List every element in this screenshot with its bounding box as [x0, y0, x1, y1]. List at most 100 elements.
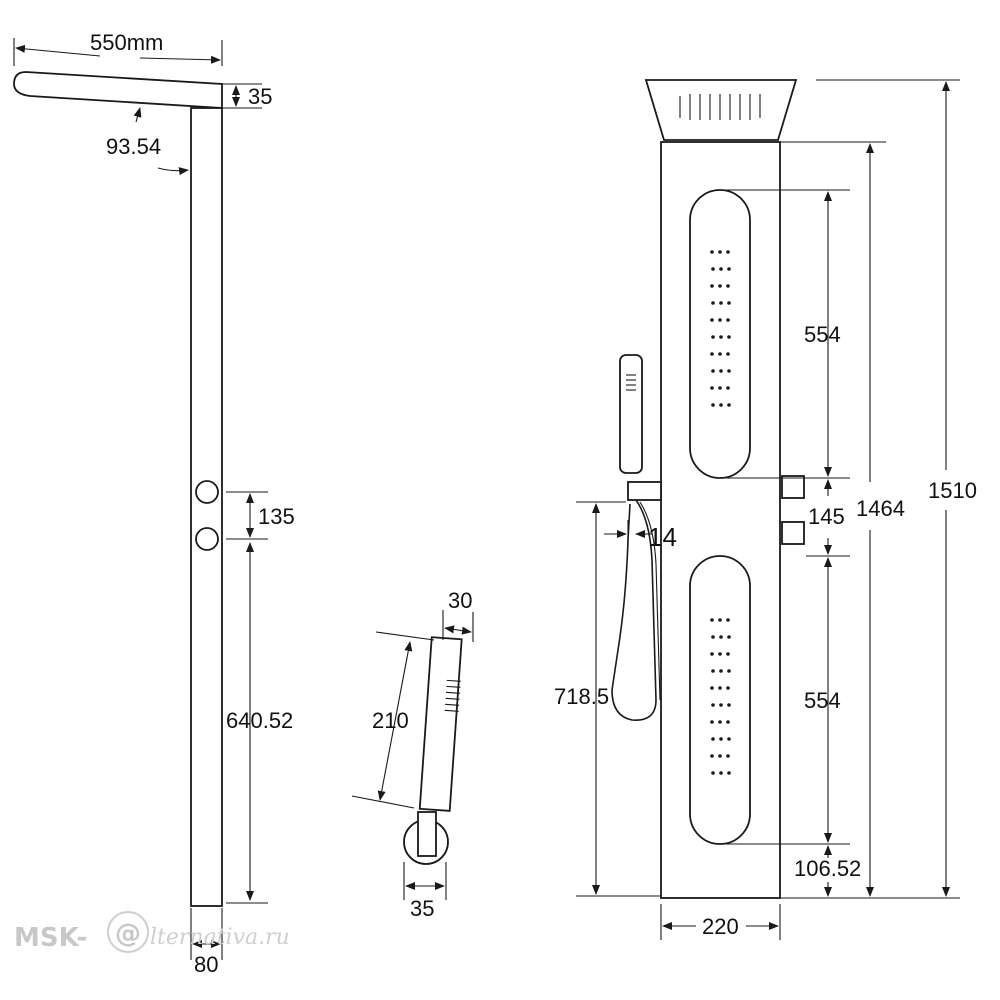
- front-hand-shower: [619, 354, 643, 474]
- jet-nozzle: [727, 369, 731, 373]
- jet-nozzle: [711, 635, 715, 639]
- control-knob-lower: [195, 527, 219, 551]
- jet-nozzle: [726, 686, 730, 690]
- jet-nozzle: [726, 352, 730, 356]
- watermark-site: lternativa.ru: [150, 925, 290, 950]
- jet-nozzle: [726, 652, 730, 656]
- watermark-brand: MSK-: [14, 923, 87, 953]
- side-column: [190, 107, 223, 907]
- dim-total-height: 1510: [928, 478, 977, 503]
- hand-shower-detail: 30 210 35: [351, 588, 474, 921]
- jet-nozzle: [710, 652, 714, 656]
- dim-column-width: 80: [194, 952, 218, 977]
- jet-nozzle: [719, 635, 723, 639]
- jet-nozzle: [711, 335, 715, 339]
- jet-nozzle: [726, 250, 730, 254]
- upper-jet-nozzles: [710, 250, 731, 407]
- jet-nozzle: [719, 669, 723, 673]
- rain-head-nozzles: [679, 94, 761, 120]
- jet-nozzle: [710, 720, 714, 724]
- jet-nozzle: [711, 267, 715, 271]
- jet-nozzle: [727, 703, 731, 707]
- dim-panel-height: 1464: [856, 496, 905, 521]
- lower-jet-nozzles: [710, 618, 731, 775]
- jet-nozzle: [710, 318, 714, 322]
- jet-nozzle: [711, 703, 715, 707]
- dim-hand-length: 210: [372, 708, 409, 733]
- jet-nozzle: [719, 403, 723, 407]
- dim-arm-angle: 93.54: [106, 134, 161, 159]
- jet-nozzle: [710, 618, 714, 622]
- jet-nozzle: [719, 737, 723, 741]
- dim-arm-width: 550mm: [90, 30, 163, 55]
- control-knob-upper: [195, 480, 219, 504]
- hand-shower-body: [418, 636, 463, 812]
- dim-lower-jet-panel: 554: [804, 688, 841, 713]
- jet-nozzle: [719, 267, 723, 271]
- lower-jet-strip: [689, 555, 751, 845]
- dim-arm-thickness: 35: [248, 84, 272, 109]
- watermark-logo-icon: [107, 911, 149, 953]
- shower-hose: [611, 499, 657, 721]
- front-holder: [627, 481, 662, 501]
- jet-nozzle: [727, 771, 731, 775]
- jet-nozzle: [711, 403, 715, 407]
- jet-nozzle: [727, 635, 731, 639]
- jet-nozzle: [726, 318, 730, 322]
- jet-nozzle: [718, 686, 722, 690]
- dim-panel-width: 220: [702, 914, 739, 939]
- jet-nozzle: [726, 720, 730, 724]
- dim-control-spacing: 145: [808, 504, 845, 529]
- jet-nozzle: [727, 403, 731, 407]
- jet-nozzle: [727, 669, 731, 673]
- jet-nozzle: [718, 754, 722, 758]
- dim-head-width: 30: [448, 588, 472, 613]
- jet-nozzle: [727, 301, 731, 305]
- jet-nozzle: [726, 284, 730, 288]
- side-view: 550mm 35 93.54 135 640.52 80: [13, 30, 295, 977]
- overhead-arm: [13, 71, 223, 109]
- jet-nozzle: [719, 369, 723, 373]
- jet-nozzle: [726, 618, 730, 622]
- jet-nozzle: [718, 284, 722, 288]
- jet-nozzle: [718, 250, 722, 254]
- jet-nozzle: [718, 386, 722, 390]
- dim-holder-height: 718.5: [554, 684, 609, 709]
- front-view: 14 718.5 554 145 554 106.52 1464: [554, 79, 977, 940]
- jet-nozzle: [718, 720, 722, 724]
- jet-nozzle: [718, 352, 722, 356]
- jet-nozzle: [711, 771, 715, 775]
- upper-jet-strip: [689, 189, 751, 479]
- jet-nozzle: [726, 754, 730, 758]
- jet-nozzle: [710, 754, 714, 758]
- jet-nozzle: [719, 301, 723, 305]
- dim-bottom-offset: 106.52: [794, 856, 861, 881]
- dim-holder-offset: 14: [648, 522, 677, 552]
- dim-upper-jet-panel: 554: [804, 322, 841, 347]
- diverter-control-upper: [781, 475, 805, 499]
- jet-nozzle: [719, 703, 723, 707]
- jet-nozzle: [727, 737, 731, 741]
- jet-nozzle: [710, 686, 714, 690]
- jet-nozzle: [710, 386, 714, 390]
- jet-nozzle: [710, 352, 714, 356]
- rain-head: [644, 79, 798, 141]
- jet-nozzle: [726, 386, 730, 390]
- jet-nozzle: [727, 267, 731, 271]
- watermark: MSK- @ lternativa.ru: [14, 911, 290, 953]
- jet-nozzle: [718, 618, 722, 622]
- jet-nozzle: [718, 652, 722, 656]
- diverter-control-lower: [781, 521, 805, 545]
- dim-holder-width: 35: [410, 896, 434, 921]
- jet-nozzle: [711, 369, 715, 373]
- dim-knob-spacing: 135: [258, 504, 295, 529]
- jet-nozzle: [711, 737, 715, 741]
- jet-nozzle: [711, 301, 715, 305]
- jet-nozzle: [710, 284, 714, 288]
- jet-nozzle: [711, 669, 715, 673]
- jet-nozzle: [710, 250, 714, 254]
- dim-lower-height: 640.52: [226, 708, 293, 733]
- jet-nozzle: [718, 318, 722, 322]
- jet-nozzle: [719, 335, 723, 339]
